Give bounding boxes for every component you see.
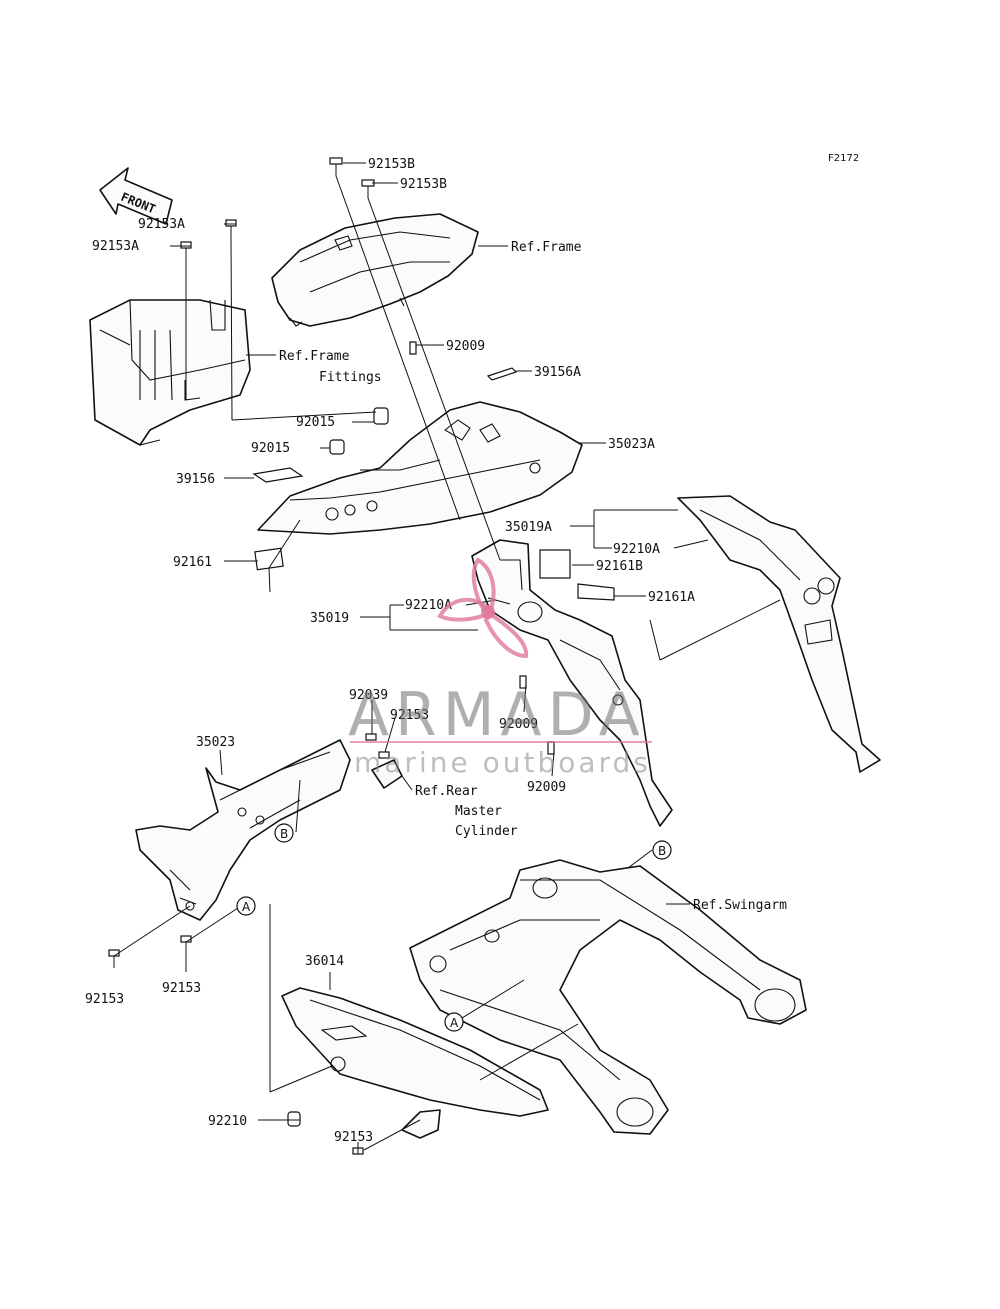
label-ref-swingarm: Ref.Swingarm [693,898,787,913]
swingarm [409,859,807,1135]
label-92210A-a: 92210A [613,542,660,557]
label-92153-a: 92153 [390,708,429,723]
rivet-92039 [365,733,377,741]
label-ref-frame: Ref.Frame [511,240,582,255]
damper-92161 [254,547,284,571]
bolt-92153A-1 [225,219,237,238]
label-92153-d: 92153 [334,1130,373,1145]
diagram-code: F2172 [828,153,859,164]
frame-rear-section [271,213,479,327]
bolt-92153-a [378,751,390,759]
frame-fittings-bracket [89,299,251,446]
label-35019A: 35019A [505,520,552,535]
watermark-subtitle: marine outboards [354,746,651,779]
label-92210A-b: 92210A [405,598,452,613]
pad-39156A [486,367,518,381]
chain-cover-36014 [281,987,549,1139]
label-92153B-1: 92153B [368,157,415,172]
callout-a-left: A [236,896,256,916]
rivet-92009-b [519,675,527,689]
watermark: ARMADA marine outboards [348,557,652,779]
label-ref-frame-fittings-line2: Fittings [319,370,382,385]
bolt-92153A-2 [180,241,192,260]
label-92161: 92161 [173,555,212,570]
label-35023A: 35023A [608,437,655,452]
propeller-logo-icon [437,557,529,659]
label-92153-c: 92153 [162,981,201,996]
bushing-92015-a [373,407,389,425]
label-92161B: 92161B [596,559,643,574]
bolt-92153-c [180,935,192,943]
label-92039: 92039 [349,688,388,703]
label-36014: 36014 [305,954,344,969]
grommet-92210 [287,1111,301,1127]
label-39156: 39156 [176,472,215,487]
callout-b-swingarm: B [652,840,672,860]
label-92009-a: 92009 [446,339,485,354]
fender-35019 [471,539,673,827]
leader-lines [113,162,781,1154]
watermark-title: ARMADA [348,680,646,750]
label-ref-frame-fittings-line1: Ref.Frame [279,349,350,364]
label-92015-b: 92015 [251,441,290,456]
chain-guard-35023 [135,739,351,921]
label-92153A-2: 92153A [92,239,139,254]
svg-text:B: B [280,827,288,841]
label-39156A: 39156A [534,365,581,380]
bolt-92153B-1 [329,157,343,176]
damper-92161B [539,549,571,579]
rivet-92009-a [409,341,417,355]
label-92153A-1: 92153A [138,217,185,232]
fender-35019A [677,495,881,773]
callout-b-upper: B [274,823,294,843]
seat-cowl-35023A [257,401,583,535]
label-92153-b: 92153 [85,992,124,1007]
label-ref-rear-line3: Cylinder [455,824,518,839]
label-92009-c: 92009 [527,780,566,795]
label-35023: 35023 [196,735,235,750]
svg-text:A: A [450,1016,459,1030]
bushing-92015-b [329,439,345,455]
label-92153B-2: 92153B [400,177,447,192]
label-92009-b: 92009 [499,717,538,732]
bolt-92153-b [108,949,120,957]
svg-text:A: A [242,900,251,914]
label-ref-rear-line1: Ref.Rear [415,784,478,799]
damper-92161A [577,583,615,601]
callout-a-swingarm: A [444,1012,464,1032]
label-92210: 92210 [208,1114,247,1129]
label-ref-rear-line2: Master [455,804,502,819]
label-92015-a: 92015 [296,415,335,430]
label-92161A: 92161A [648,590,695,605]
svg-text:B: B [658,844,666,858]
front-arrow-icon: FRONT [99,167,173,225]
pad-39156 [252,467,304,483]
label-35019: 35019 [310,611,349,626]
